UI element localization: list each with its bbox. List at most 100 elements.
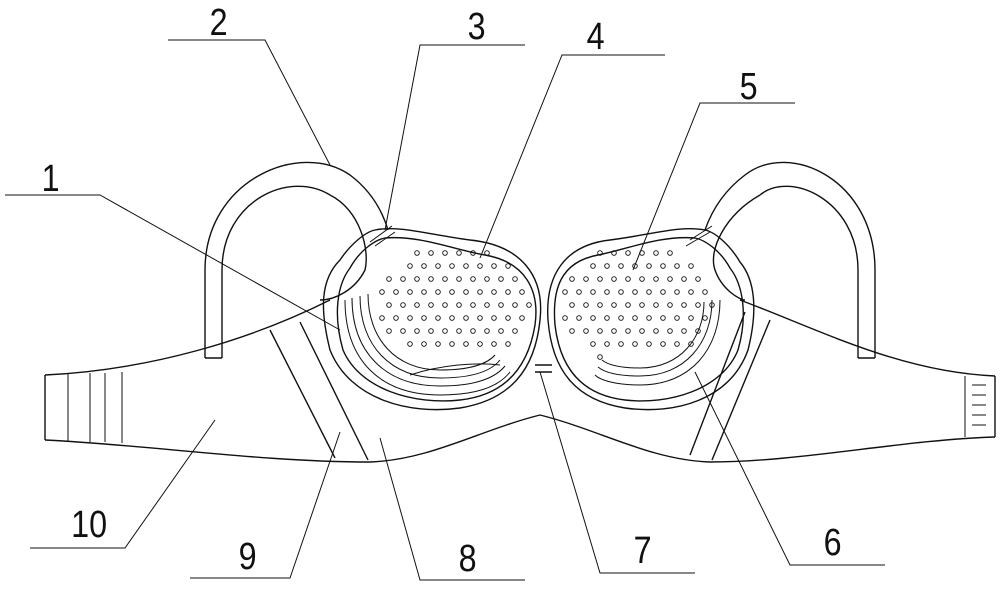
perforation-dot [695, 276, 701, 282]
perforation-dot [674, 263, 680, 269]
perforation-dot [604, 341, 610, 347]
perforation-dot [428, 302, 434, 308]
perforation-dot [590, 263, 596, 269]
perforation-dot [569, 328, 575, 334]
perforation-dot [442, 276, 448, 282]
perforation-dot [519, 289, 525, 295]
perforation-dot [653, 302, 659, 308]
perforation-dot [477, 315, 483, 321]
perforation-dot [414, 276, 420, 282]
perforation-dot [597, 328, 603, 334]
perforation-dot [484, 276, 490, 282]
label-3: 3 [467, 6, 486, 48]
perforation-dot [386, 328, 392, 334]
perforation-dot [660, 341, 666, 347]
label-4: 4 [586, 16, 605, 58]
perforation-dot [484, 328, 490, 334]
perforation-dot [449, 315, 455, 321]
perforation-dot [646, 263, 652, 269]
perforation-dot [379, 315, 385, 321]
label-1: 1 [41, 158, 60, 200]
perforation-dot [583, 328, 589, 334]
perforation-dot [709, 302, 715, 308]
perforation-dot [435, 289, 441, 295]
perforation-dot [428, 276, 434, 282]
perforation-dot [526, 302, 532, 308]
perforation-dot [393, 315, 399, 321]
perforation-dot [688, 341, 694, 347]
perforation-dot [597, 302, 603, 308]
perforation-dot [456, 250, 462, 256]
perforation-dot [625, 250, 631, 256]
perforation-dot [463, 289, 469, 295]
perforation-dot [646, 289, 652, 295]
perforation-dot [576, 289, 582, 295]
straps [204, 161, 876, 359]
perforation-dot [505, 341, 511, 347]
perforation-dot [611, 276, 617, 282]
perforation-dot [442, 302, 448, 308]
perforation-dot [428, 250, 434, 256]
perforation-dot [625, 328, 631, 334]
perforation-dot [660, 315, 666, 321]
perforation-dot [428, 328, 434, 334]
perforation-dot [407, 263, 413, 269]
perforation-dot [512, 302, 518, 308]
perforation-dot [604, 315, 610, 321]
perforation-dot [646, 315, 652, 321]
perforation-dot [583, 302, 589, 308]
perforation-dot [463, 263, 469, 269]
perforation-dot [674, 341, 680, 347]
perforation-dot [667, 250, 673, 256]
perforation-dot [463, 341, 469, 347]
left-band [44, 299, 541, 463]
perforation-dot [456, 302, 462, 308]
label-9: 9 [238, 536, 257, 578]
perforation-dot [512, 328, 518, 334]
label-7: 7 [633, 530, 652, 572]
left-cup [322, 225, 542, 411]
label-10: 10 [71, 504, 108, 546]
perforation-dot [519, 315, 525, 321]
perforation-dot [590, 289, 596, 295]
perforation-dot [435, 341, 441, 347]
perforation-dot [562, 289, 568, 295]
perforation-dot [435, 315, 441, 321]
perforation-dot [484, 302, 490, 308]
right-cup [547, 225, 755, 411]
perforation-dot [667, 328, 673, 334]
perforation-dot [576, 315, 582, 321]
perforation-dot [498, 302, 504, 308]
perforation-dot [414, 250, 420, 256]
perforation-dot [618, 315, 624, 321]
perforation-dot [611, 250, 617, 256]
perforation-dot [569, 302, 575, 308]
right-band [539, 299, 996, 463]
perforation-dot [688, 315, 694, 321]
perforation-dot [491, 315, 497, 321]
perforation-dot [625, 276, 631, 282]
perforation-dot [456, 328, 462, 334]
label-5: 5 [739, 66, 758, 108]
perforation-dot [505, 289, 511, 295]
perforation-dot [477, 289, 483, 295]
perforation-dot [414, 302, 420, 308]
dot-pattern [379, 250, 715, 360]
perforation-dot [660, 289, 666, 295]
perforation-dot [695, 302, 701, 308]
perforation-dot [393, 289, 399, 295]
perforation-dot [477, 263, 483, 269]
perforation-dot [379, 289, 385, 295]
perforation-dot [421, 289, 427, 295]
perforation-dot [597, 276, 603, 282]
center-gore [535, 364, 552, 373]
label-8: 8 [458, 538, 477, 580]
perforation-dot [562, 315, 568, 321]
perforation-dot [681, 328, 687, 334]
perforation-dot [456, 276, 462, 282]
perforation-dot [400, 276, 406, 282]
perforation-dot [477, 341, 483, 347]
perforation-dot [639, 328, 645, 334]
